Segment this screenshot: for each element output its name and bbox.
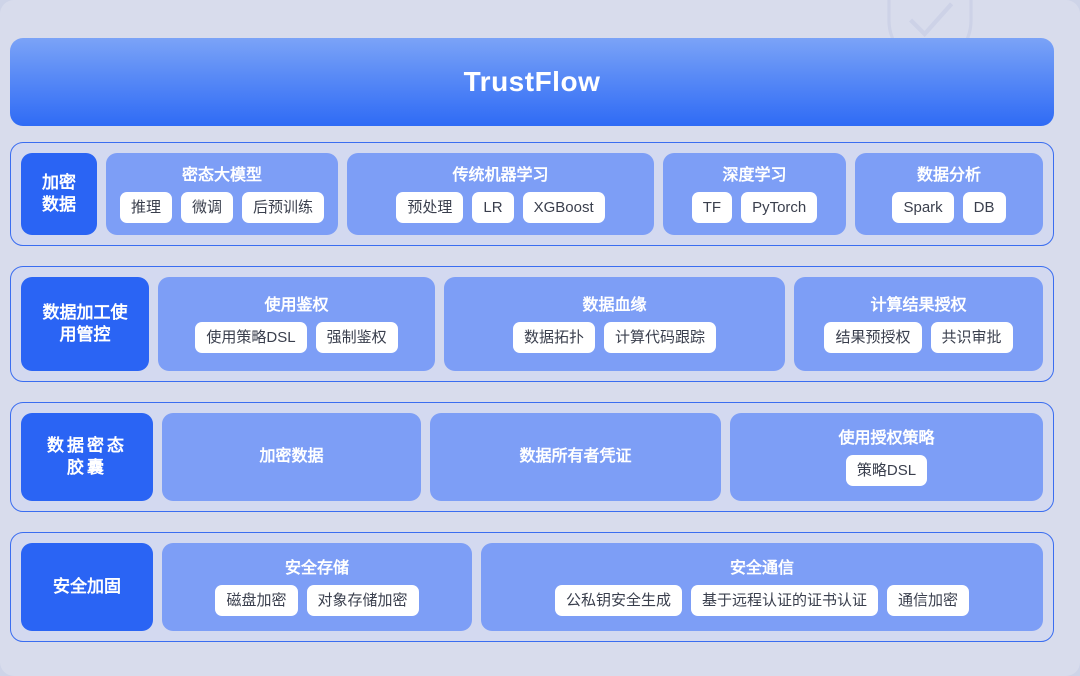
- chip-result-pre-authorization[interactable]: 结果预授权: [824, 321, 922, 353]
- group-title: 深度学习: [722, 166, 787, 184]
- chip-list: 使用策略DSL 强制鉴权: [195, 321, 398, 353]
- chip-db[interactable]: DB: [962, 191, 1006, 223]
- group-title: 计算结果授权: [870, 296, 967, 314]
- page-title: TrustFlow: [463, 66, 601, 97]
- chip-list: 预处理 LR XGBoost: [396, 191, 605, 223]
- chip-pytorch[interactable]: PyTorch: [741, 191, 818, 223]
- chip-tf[interactable]: TF: [691, 191, 733, 223]
- chip-list: 数据拓扑 计算代码跟踪: [512, 321, 717, 353]
- group-result-authorization[interactable]: 计算结果授权 结果预授权 共识审批: [794, 277, 1043, 371]
- chip-finetune[interactable]: 微调: [180, 191, 233, 223]
- chip-mandatory-auth[interactable]: 强制鉴权: [315, 321, 398, 353]
- chip-object-storage-encryption[interactable]: 对象存储加密: [306, 584, 419, 616]
- section-label-text: 数据加工使用管控: [42, 303, 128, 344]
- chip-xgboost[interactable]: XGBoost: [522, 191, 605, 223]
- group-title: 安全存储: [284, 559, 349, 577]
- section-label-text: 加密数据: [42, 173, 76, 214]
- group-encrypted-data[interactable]: 加密数据: [162, 413, 421, 501]
- section-label-encrypted-data: 加密数据: [21, 153, 97, 235]
- group-data-owner-credential[interactable]: 数据所有者凭证: [430, 413, 721, 501]
- chip-list: 策略DSL: [845, 454, 928, 486]
- chip-compute-code-tracking[interactable]: 计算代码跟踪: [604, 321, 717, 353]
- group-usage-authorization[interactable]: 使用鉴权 使用策略DSL 强制鉴权: [158, 277, 435, 371]
- group-secure-communication[interactable]: 安全通信 公私钥安全生成 基于远程认证的证书认证 通信加密: [481, 543, 1043, 631]
- chip-usage-policy-dsl[interactable]: 使用策略DSL: [195, 321, 307, 353]
- chip-policy-dsl[interactable]: 策略DSL: [845, 454, 928, 486]
- diagram-stack: TrustFlow 加密数据 密态大模型 推理 微调 后预训练 传统机器学习 预…: [10, 0, 1070, 676]
- chip-lr[interactable]: LR: [472, 191, 514, 223]
- chip-list: 公私钥安全生成 基于远程认证的证书认证 通信加密: [554, 584, 970, 616]
- section-security-hardening: 安全加固 安全存储 磁盘加密 对象存储加密 安全通信 公私钥安全生成 基于远程认…: [10, 532, 1054, 642]
- group-title: 加密数据: [259, 448, 324, 465]
- chip-keypair-secure-generation[interactable]: 公私钥安全生成: [554, 584, 682, 616]
- section-data-processing-control: 数据加工使用管控 使用鉴权 使用策略DSL 强制鉴权 数据血缘 数据拓扑 计算代…: [10, 266, 1054, 382]
- chip-consensus-approval[interactable]: 共识审批: [930, 321, 1013, 353]
- group-deep-learning[interactable]: 深度学习 TF PyTorch: [663, 153, 846, 235]
- group-title: 使用授权策略: [838, 429, 935, 447]
- group-secret-large-model[interactable]: 密态大模型 推理 微调 后预训练: [106, 153, 338, 235]
- group-title: 数据分析: [916, 166, 981, 184]
- section-encrypted-data: 加密数据 密态大模型 推理 微调 后预训练 传统机器学习 预处理 LR XGBo…: [10, 142, 1054, 246]
- chip-communication-encryption[interactable]: 通信加密: [887, 584, 970, 616]
- group-title: 数据血缘: [582, 296, 647, 314]
- chip-list: 磁盘加密 对象存储加密: [215, 584, 419, 616]
- chip-list: Spark DB: [892, 191, 1006, 223]
- section-label-text: 安全加固: [53, 577, 121, 597]
- chip-list: 结果预授权 共识审批: [824, 321, 1013, 353]
- group-title: 传统机器学习: [452, 166, 549, 184]
- group-title: 密态大模型: [181, 166, 262, 184]
- chip-inference[interactable]: 推理: [119, 191, 172, 223]
- chip-remote-attestation-cert[interactable]: 基于远程认证的证书认证: [690, 584, 878, 616]
- section-label-data-capsule: 数据密态胶囊: [21, 413, 153, 501]
- group-traditional-machine-learning[interactable]: 传统机器学习 预处理 LR XGBoost: [347, 153, 654, 235]
- chip-preprocessing[interactable]: 预处理: [396, 191, 464, 223]
- chip-list: TF PyTorch: [691, 191, 818, 223]
- chip-data-topology[interactable]: 数据拓扑: [512, 321, 595, 353]
- group-secure-storage[interactable]: 安全存储 磁盘加密 对象存储加密: [162, 543, 472, 631]
- chip-list: 推理 微调 后预训练: [119, 191, 325, 223]
- chip-disk-encryption[interactable]: 磁盘加密: [215, 584, 298, 616]
- section-label-security-hardening: 安全加固: [21, 543, 153, 631]
- group-title: 使用鉴权: [264, 296, 329, 314]
- section-data-capsule: 数据密态胶囊 加密数据 数据所有者凭证 使用授权策略 策略DSL: [10, 402, 1054, 512]
- group-usage-authorization-policy[interactable]: 使用授权策略 策略DSL: [730, 413, 1043, 501]
- group-title: 数据所有者凭证: [519, 448, 632, 465]
- chip-spark[interactable]: Spark: [892, 191, 954, 223]
- chip-post-pretrain[interactable]: 后预训练: [242, 191, 325, 223]
- section-label-data-processing-control: 数据加工使用管控: [21, 277, 149, 371]
- section-label-text: 数据密态胶囊: [47, 436, 127, 477]
- group-data-lineage[interactable]: 数据血缘 数据拓扑 计算代码跟踪: [444, 277, 785, 371]
- group-title: 安全通信: [729, 559, 794, 577]
- product-title-banner: TrustFlow: [10, 38, 1054, 126]
- group-data-analysis[interactable]: 数据分析 Spark DB: [855, 153, 1043, 235]
